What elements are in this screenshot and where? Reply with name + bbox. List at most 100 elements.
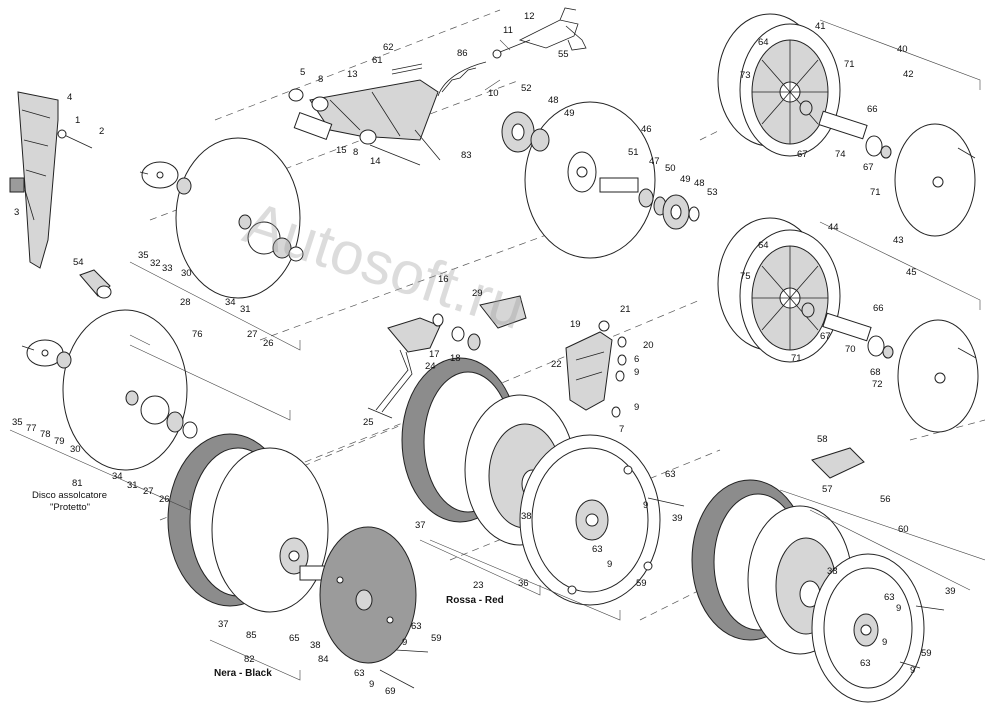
callout-29: 29 <box>472 288 483 299</box>
callout-30: 30 <box>70 444 81 455</box>
callout-35: 35 <box>138 250 149 261</box>
callout-16: 16 <box>438 274 449 285</box>
upper-disc-part <box>139 137 304 299</box>
callout-55: 55 <box>558 49 569 60</box>
callout-27: 27 <box>143 486 154 497</box>
callout-12: 12 <box>524 11 535 22</box>
scraper-bracket-part <box>565 320 627 418</box>
red-wheel-caption: Rossa - Red <box>446 595 504 606</box>
callout-10: 10 <box>488 88 499 99</box>
callout-60: 60 <box>898 524 909 535</box>
callout-20: 20 <box>643 340 654 351</box>
callout-47: 47 <box>649 156 660 167</box>
callout-68: 68 <box>870 367 881 378</box>
callout-33: 33 <box>162 263 173 274</box>
callout-37: 37 <box>218 619 229 630</box>
callout-67: 67 <box>797 149 808 160</box>
callout-51: 51 <box>628 147 639 158</box>
callout-38: 38 <box>827 566 838 577</box>
callout-46: 46 <box>641 124 652 135</box>
callout-39: 39 <box>672 513 683 524</box>
callout-39: 39 <box>945 586 956 597</box>
callout-11: 11 <box>503 25 513 36</box>
callout-75: 75 <box>740 271 751 282</box>
callout-82: 82 <box>244 654 255 665</box>
leader-lines <box>9 19 985 681</box>
link-bracket-part <box>367 295 527 419</box>
callout-71: 71 <box>844 59 855 70</box>
callout-13: 13 <box>347 69 358 80</box>
callout-52: 52 <box>521 83 532 94</box>
press-wheel-lower-part <box>717 217 979 433</box>
callout-23: 23 <box>473 580 484 591</box>
callout-9: 9 <box>607 559 612 570</box>
callout-21: 21 <box>620 304 631 315</box>
callout-15: 15 <box>336 145 347 156</box>
callout-76: 76 <box>192 329 203 340</box>
callout-1: 1 <box>75 115 80 126</box>
callout-64: 64 <box>758 37 769 48</box>
callout-63: 63 <box>592 544 603 555</box>
callout-44: 44 <box>828 222 839 233</box>
scraper-blade-part <box>9 91 93 269</box>
callout-34: 34 <box>112 471 123 482</box>
callout-59: 59 <box>921 648 932 659</box>
callout-63: 63 <box>884 592 895 603</box>
callout-45: 45 <box>906 267 917 278</box>
callout-28: 28 <box>180 297 191 308</box>
callout-2: 2 <box>99 126 104 137</box>
callout-81: 81 <box>72 478 83 489</box>
callout-9: 9 <box>643 500 648 511</box>
callout-8: 8 <box>353 147 358 158</box>
callout-36: 36 <box>518 578 529 589</box>
callout-57: 57 <box>822 484 833 495</box>
callout-4: 4 <box>67 92 72 103</box>
hub-assembly-part <box>501 101 700 259</box>
callout-49: 49 <box>564 108 575 119</box>
callout-35: 35 <box>12 417 23 428</box>
callout-31: 31 <box>127 480 138 491</box>
callout-79: 79 <box>54 436 65 447</box>
callout-24: 24 <box>425 361 436 372</box>
callout-53: 53 <box>707 187 718 198</box>
callout-61: 61 <box>372 55 383 66</box>
red-wheel-part <box>401 357 685 606</box>
callout-9: 9 <box>910 665 915 676</box>
callout-62: 62 <box>383 42 394 53</box>
press-wheel-upper-part <box>717 13 976 237</box>
callout-67: 67 <box>863 162 874 173</box>
callout-86: 86 <box>457 48 468 59</box>
callout-32: 32 <box>150 258 161 269</box>
callout-78: 78 <box>40 429 51 440</box>
callout-5: 5 <box>300 67 305 78</box>
callout-31: 31 <box>240 304 251 315</box>
callout-40: 40 <box>897 44 908 55</box>
callout-38: 38 <box>521 511 532 522</box>
callout-66: 66 <box>873 303 884 314</box>
gauge-plate-part <box>811 447 865 479</box>
callout-69: 69 <box>385 686 396 697</box>
callout-74: 74 <box>835 149 846 160</box>
callout-18: 18 <box>450 353 461 364</box>
callout-58: 58 <box>817 434 828 445</box>
callout-50: 50 <box>665 163 676 174</box>
callout-48: 48 <box>694 178 705 189</box>
callout-19: 19 <box>570 319 581 330</box>
callout-49: 49 <box>680 174 691 185</box>
callout-9: 9 <box>634 402 639 413</box>
callout-71: 71 <box>870 187 881 198</box>
callout-37: 37 <box>415 520 426 531</box>
callout-85: 85 <box>246 630 257 641</box>
protected-disc-part <box>21 309 198 471</box>
callout-26: 26 <box>263 338 274 349</box>
callout-41: 41 <box>815 21 826 32</box>
callout-42: 42 <box>903 69 914 80</box>
callout-22: 22 <box>551 359 562 370</box>
black-wheel-caption: Nera - Black <box>214 668 272 679</box>
callout-71: 71 <box>791 353 802 364</box>
callout-9: 9 <box>634 367 639 378</box>
callout-73: 73 <box>740 70 751 81</box>
callout-26: 26 <box>159 494 170 505</box>
